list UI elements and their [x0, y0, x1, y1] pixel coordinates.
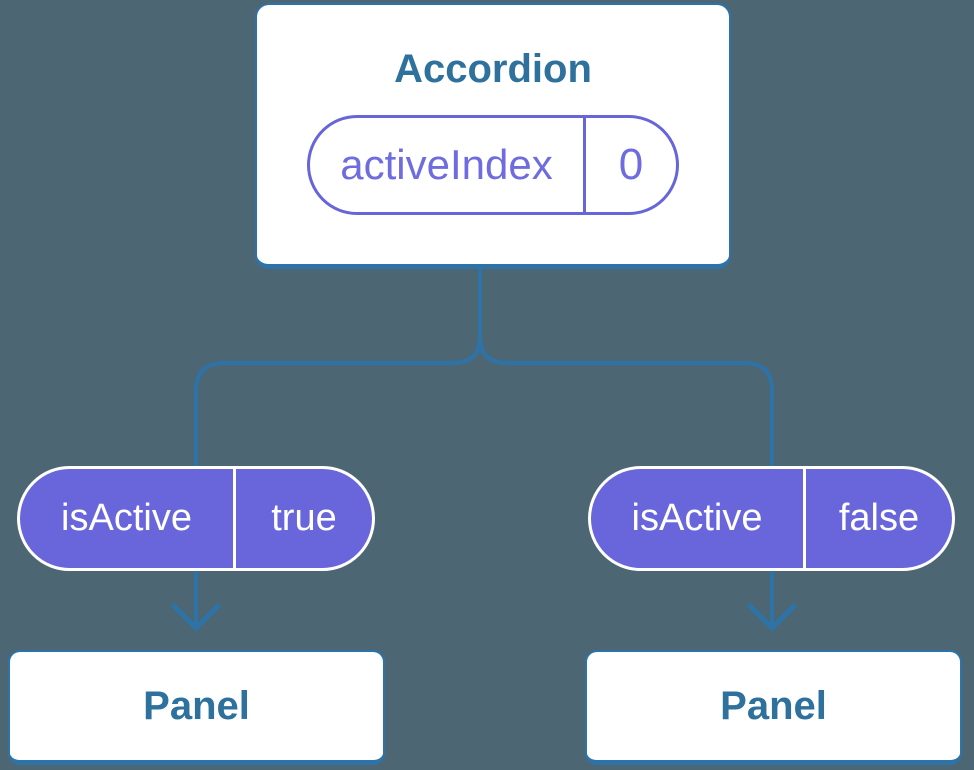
connector-left-branch	[194, 264, 482, 624]
connector-right-branch	[478, 264, 774, 624]
prop-pill-label: isActive	[591, 469, 806, 568]
prop-pill-isactive-false: isActive false	[588, 466, 955, 571]
state-pill-label: activeIndex	[310, 118, 586, 212]
state-pill-value: 0	[618, 140, 644, 189]
state-pill-activeindex: activeIndex 0	[307, 115, 679, 215]
prop-pill-value: true	[271, 497, 337, 539]
accordion-node-card: Accordion activeIndex 0	[255, 3, 731, 269]
accordion-title: Accordion	[394, 47, 592, 91]
panel-title: Panel	[720, 683, 827, 728]
panel-title: Panel	[143, 683, 250, 728]
down-arrow-right-icon	[747, 603, 797, 632]
down-arrow-left-icon	[171, 603, 221, 632]
panel-node-card-right: Panel	[585, 650, 962, 765]
prop-pill-isactive-true: isActive true	[17, 466, 375, 571]
prop-pill-label: isActive	[20, 469, 236, 568]
prop-pill-value: false	[838, 497, 920, 539]
panel-node-card-left: Panel	[8, 650, 385, 765]
